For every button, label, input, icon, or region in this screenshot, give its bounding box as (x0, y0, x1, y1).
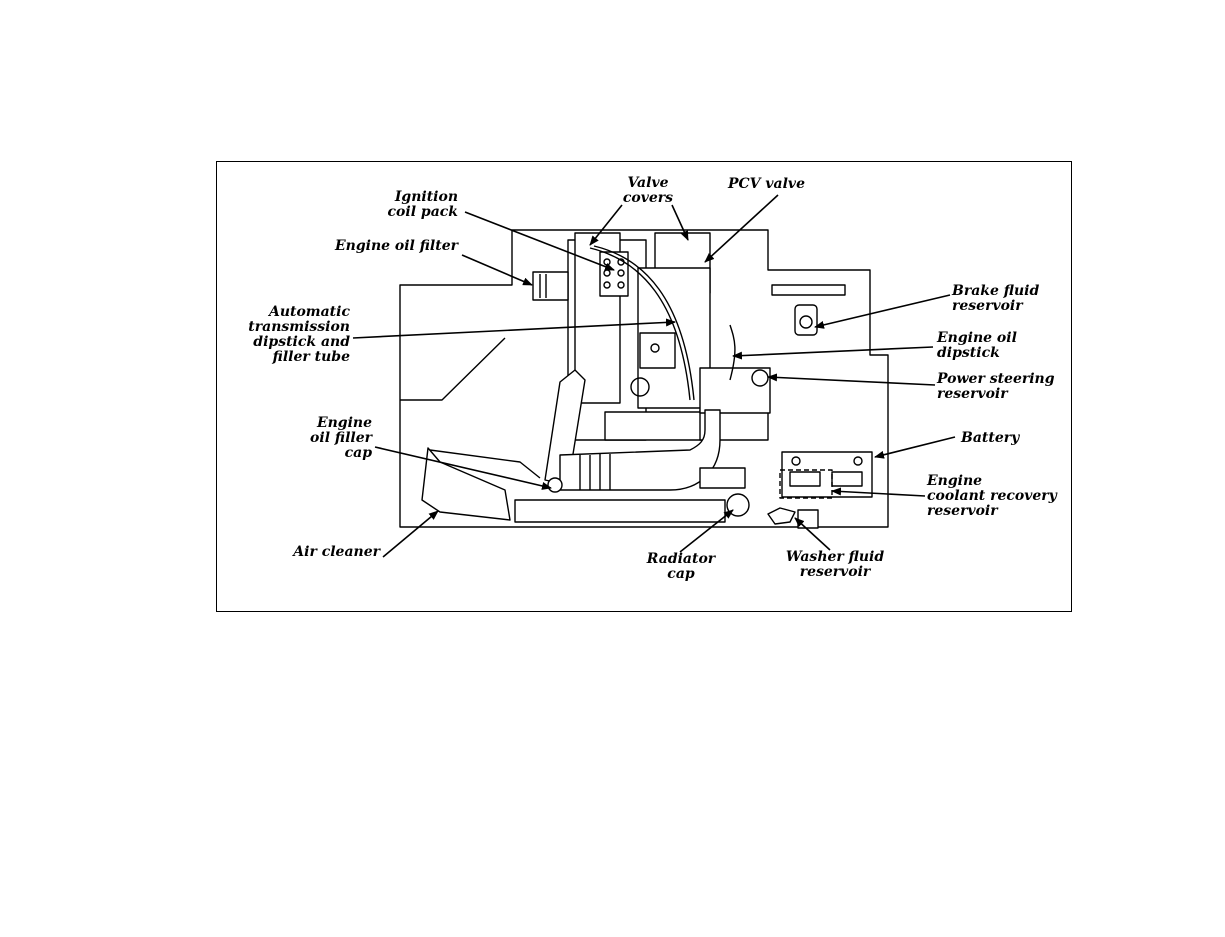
label-engine-oil-filler-cap: Engine oil filler cap (280, 416, 372, 461)
label-ignition-coil-pack: Ignition coil pack (358, 190, 458, 220)
leader-engine-oil-filter (462, 255, 532, 285)
radiator-support (515, 500, 725, 522)
label-engine-oil-dipstick: Engine oil dipstick (937, 331, 1047, 361)
brake-fluid-reservoir (795, 305, 817, 335)
leader-brake-fluid (815, 295, 950, 327)
label-pcv-valve: PCV valve (728, 177, 838, 192)
leader-engine-oil-dipstick (733, 347, 933, 356)
label-engine-coolant-recovery-reservoir: Engine coolant recovery reservoir (927, 474, 1057, 519)
oil-filter (533, 272, 568, 300)
leader-pcv-valve (705, 195, 778, 262)
fender-line (400, 338, 505, 400)
label-engine-oil-filter: Engine oil filter (306, 239, 458, 254)
strut-tower (772, 285, 845, 295)
label-radiator-cap: Radiator cap (636, 552, 726, 582)
label-brake-fluid-reservoir: Brake fluid reservoir (952, 284, 1052, 314)
leader-air-cleaner (383, 511, 438, 557)
label-battery: Battery (961, 431, 1041, 446)
washer-reservoir (768, 508, 795, 524)
label-valve-covers: Valve covers (600, 176, 696, 206)
leader-battery (875, 437, 955, 457)
label-power-steering-reservoir: Power steering reservoir (937, 372, 1057, 402)
oil-filler-cap (548, 478, 562, 492)
leader-power-steering (768, 377, 935, 385)
label-washer-fluid-reservoir: Washer fluid reservoir (780, 550, 890, 580)
label-automatic-transmission: Automatic transmission dipstick and fill… (240, 305, 350, 365)
power-steering-cap (752, 370, 768, 386)
label-air-cleaner: Air cleaner (272, 545, 380, 560)
battery-box (782, 452, 872, 497)
